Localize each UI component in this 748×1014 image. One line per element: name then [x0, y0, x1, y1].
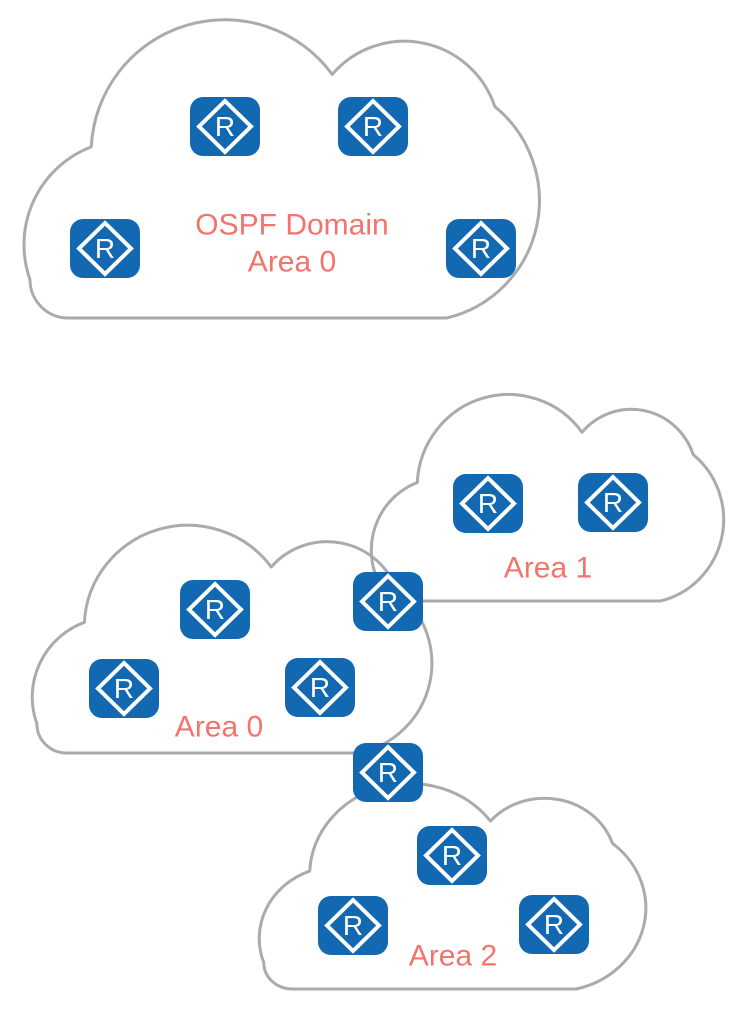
router-icon-area0-router-2: R	[88, 658, 160, 719]
router-body	[519, 894, 589, 954]
router-diamond	[344, 97, 402, 155]
router-letter: R	[343, 910, 363, 941]
router-diamond	[186, 580, 244, 638]
cloud-outline	[371, 394, 723, 601]
router-icon-area1-router-1: R	[452, 473, 524, 534]
router-icon-domain-router-3: R	[69, 218, 141, 279]
cloud-outline	[259, 783, 646, 989]
router-diamond	[423, 826, 481, 884]
router-diamond	[525, 895, 583, 953]
router-body	[578, 472, 648, 532]
router-body	[338, 96, 408, 156]
router-body	[180, 579, 250, 639]
router-letter: R	[310, 672, 330, 703]
cloud-outline	[24, 20, 539, 318]
router-letter: R	[471, 233, 491, 264]
cloud-area-0	[33, 527, 430, 753]
cloud-area-1	[372, 396, 722, 601]
router-body	[353, 571, 423, 631]
router-body	[318, 895, 388, 955]
router-letter: R	[95, 233, 115, 264]
router-body	[353, 742, 423, 802]
cloud-outline	[32, 525, 432, 753]
router-icon-area2-router-2: R	[317, 895, 389, 956]
router-diamond	[459, 474, 517, 532]
router-letter: R	[442, 840, 462, 871]
router-letter: R	[478, 488, 498, 519]
router-icon-area0-router-3: R	[284, 657, 356, 718]
router-icon-domain-router-1: R	[189, 96, 261, 157]
router-diamond	[584, 473, 642, 531]
router-body	[70, 218, 140, 278]
router-diamond	[452, 219, 510, 277]
router-letter: R	[603, 487, 623, 518]
router-icon-area2-router-1: R	[416, 825, 488, 886]
router-icon-abr-area0-area2: R	[352, 742, 424, 803]
label-ospf-domain-area0-line2: Area 0	[247, 245, 337, 278]
router-diamond	[76, 219, 134, 277]
router-icon-area1-router-2: R	[577, 472, 649, 533]
router-body	[89, 658, 159, 718]
router-letter: R	[378, 757, 398, 788]
router-body	[417, 825, 487, 885]
router-letter: R	[215, 111, 235, 142]
router-body	[453, 473, 523, 533]
router-letter: R	[114, 673, 134, 704]
router-letter: R	[378, 586, 398, 617]
router-letter: R	[544, 909, 564, 940]
router-body	[446, 218, 516, 278]
router-letter: R	[363, 111, 383, 142]
router-diamond	[95, 659, 153, 717]
router-icon-area2-router-3: R	[518, 894, 590, 955]
label-area-0-line1: Area 0	[174, 710, 264, 744]
router-diamond	[291, 658, 349, 716]
router-letter: R	[205, 594, 225, 625]
router-icon-area0-router-1: R	[179, 579, 251, 640]
label-ospf-domain-area0-line1: OSPF Domain	[195, 208, 389, 241]
router-diamond	[359, 572, 417, 630]
router-diamond	[324, 896, 382, 954]
router-icon-domain-router-4: R	[445, 218, 517, 279]
router-diamond	[359, 743, 417, 801]
cloud-ospf-domain-area0	[25, 22, 537, 318]
router-icon-domain-router-2: R	[337, 96, 409, 157]
router-diamond	[196, 97, 254, 155]
router-icon-abr-area0-area1: R	[352, 571, 424, 632]
cloud-area-2	[260, 785, 644, 989]
label-area-1-line1: Area 1	[503, 551, 593, 585]
router-body	[190, 96, 260, 156]
router-body	[285, 657, 355, 717]
label-area-2-line1: Area 2	[408, 939, 498, 973]
